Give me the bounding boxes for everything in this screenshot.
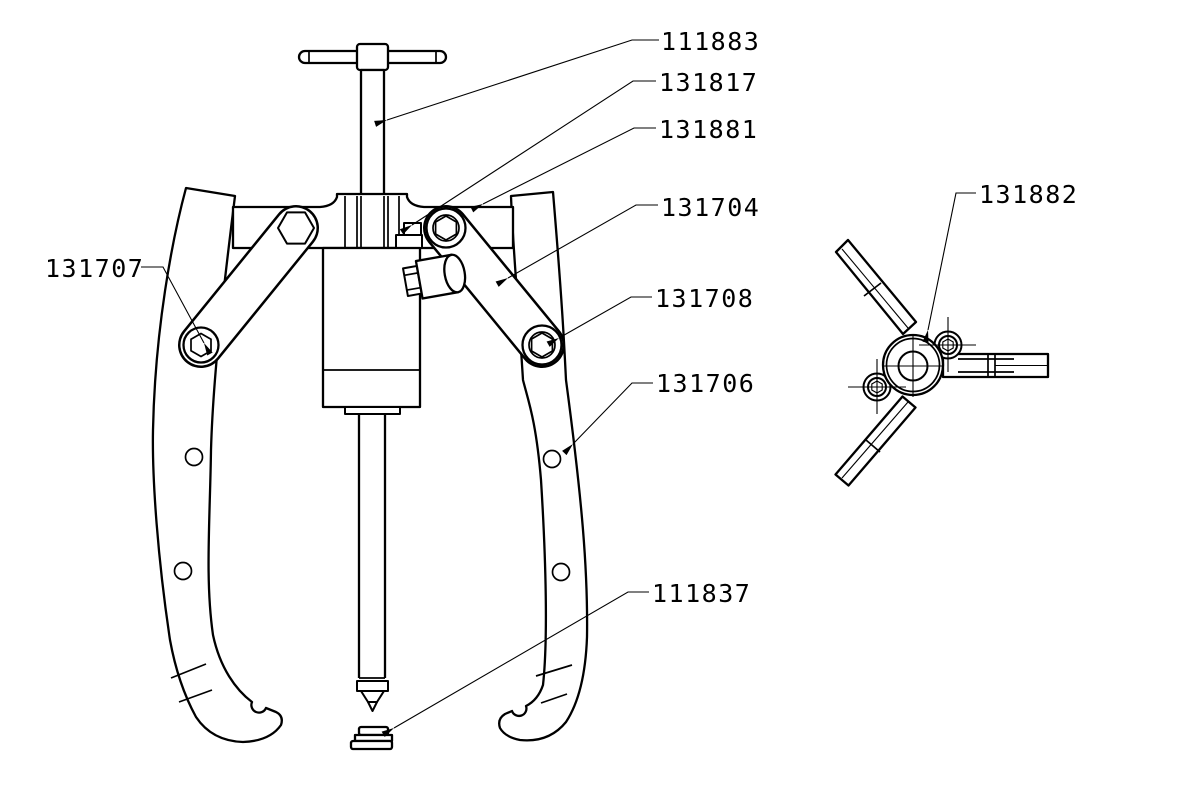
left-hex-bolt-head: [277, 211, 315, 245]
pad-top-step: [357, 725, 390, 737]
right-link-arm: [423, 205, 565, 368]
leader-131704: [495, 204, 658, 287]
yoke-arm-lower-left: [834, 395, 917, 487]
left-link-arm: [178, 205, 319, 368]
leader-131881: [470, 127, 656, 213]
side-valve-knob: [402, 253, 467, 300]
rod-tip-collar: [356, 680, 389, 692]
yoke-right-pivot-bolt: [425, 207, 467, 249]
arm-ul-step-line: [863, 282, 882, 297]
knob-end-cap: [443, 253, 467, 294]
part-number-111883: 111883: [661, 27, 760, 56]
right-pivot-hex: [434, 215, 458, 241]
rod-point: [367, 701, 378, 712]
pad-base: [349, 739, 394, 751]
leader-131882: [922, 192, 976, 343]
left-leg-bend-line-2: [178, 689, 213, 703]
yoke-arm-upper-left: [834, 238, 918, 336]
left-leg-hole-upper: [184, 447, 204, 467]
leader-lines: [141, 39, 976, 737]
body-bottom-collar: [344, 406, 401, 415]
right-arm-face: [425, 207, 563, 366]
arm-ll-inner-line: [841, 401, 909, 479]
part-number-131708: 131708: [655, 284, 754, 313]
rod-cone: [360, 690, 385, 703]
leader-131707: [141, 266, 213, 356]
part-number-111837: 111837: [652, 579, 751, 608]
yoke-hub: [881, 333, 945, 397]
part-number-131704: 131704: [661, 193, 760, 222]
right-leg-hole-lower: [551, 562, 571, 582]
knob-hex-line-2: [406, 286, 421, 291]
bolt-boss-upper: [919, 317, 976, 372]
yoke-arm-right: [941, 352, 1050, 379]
right-pivot-ring: [432, 214, 460, 242]
yoke-left-hex-bolt: [277, 211, 315, 245]
part-number-131881: 131881: [659, 115, 758, 144]
left-leg-outline: [151, 186, 283, 744]
part-number-131707: 131707: [45, 254, 144, 283]
thrust-pad: [349, 725, 394, 751]
left-leg-bend-line-1: [170, 663, 207, 679]
yoke-top-view: [834, 238, 1050, 487]
part-number-labels: 111883 131817 131881 131704 131708 13170…: [45, 27, 1078, 608]
center-rod-and-point: [356, 414, 389, 712]
yoke-key-block-lower: [395, 234, 423, 249]
t-handle: [297, 42, 448, 72]
leader-111883: [374, 39, 659, 127]
arm-ll-step-line: [865, 439, 881, 453]
part-number-131817: 131817: [659, 68, 758, 97]
right-leg-bend-line-2: [540, 693, 568, 704]
left-leg-hole-lower: [173, 561, 193, 581]
leader-131706: [562, 382, 653, 456]
bolt-boss-lower: [848, 359, 906, 414]
leader-111837: [381, 591, 649, 737]
right-leg-pivot-bolt: [521, 324, 563, 366]
puller-assembly-front-view: [151, 42, 589, 751]
left-jaw-leg: [151, 186, 283, 744]
right-leg-bend-line-1: [535, 664, 573, 677]
part-number-131882: 131882: [979, 180, 1078, 209]
leader-131708: [546, 296, 652, 347]
right-leg-hole-upper: [542, 449, 562, 469]
part-number-131706: 131706: [656, 369, 755, 398]
knob-hex-line-1: [404, 272, 419, 277]
t-handle-collar: [355, 42, 390, 72]
left-leg-pivot-hex: [190, 332, 212, 358]
forcing-screw-shaft: [359, 68, 386, 198]
left-arm-face: [180, 207, 317, 366]
leader-131817: [399, 80, 656, 235]
left-leg-pivot-bolt: [182, 326, 220, 364]
